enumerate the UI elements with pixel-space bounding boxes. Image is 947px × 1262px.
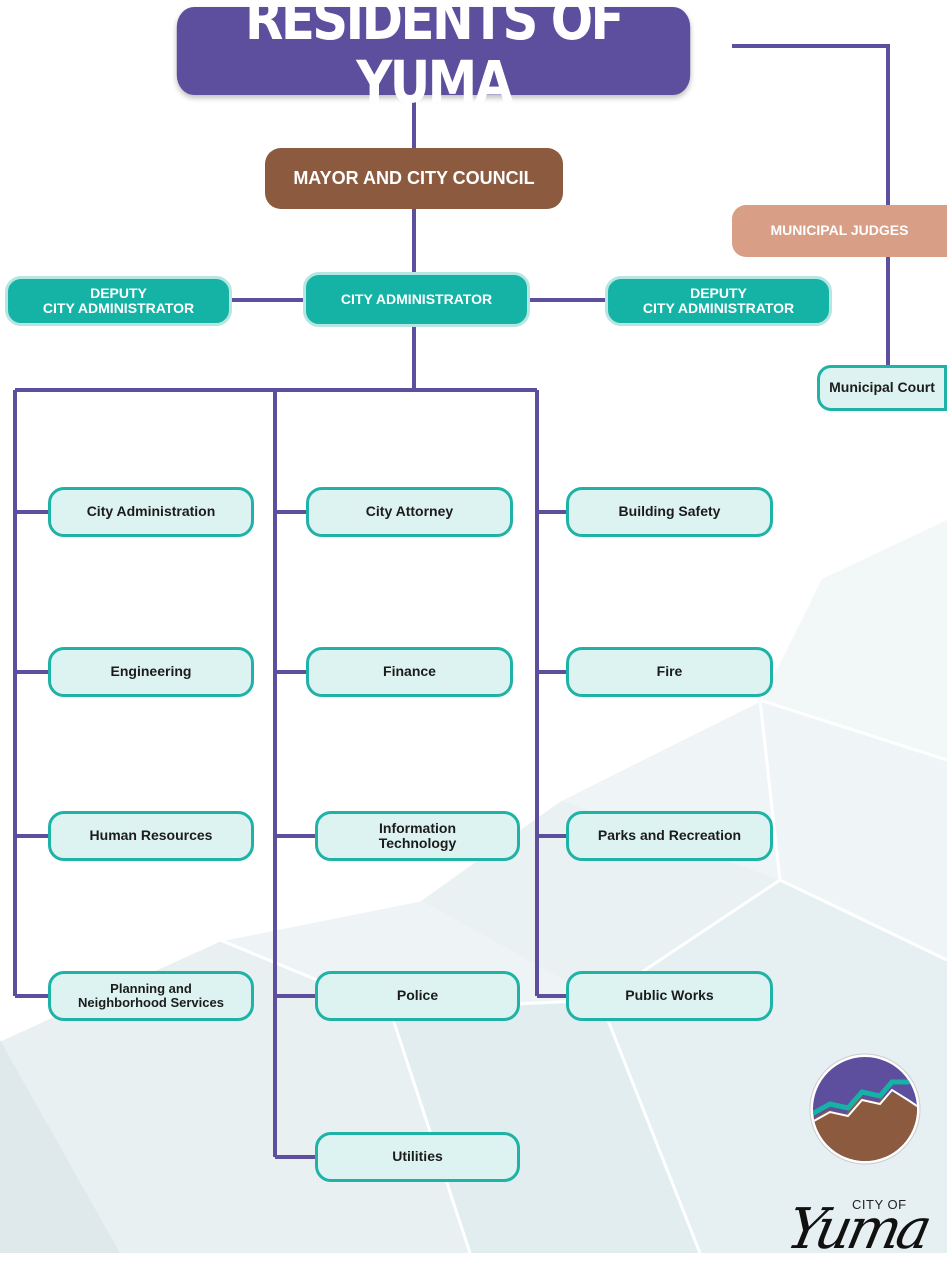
dept-node: Parks and Recreation: [566, 811, 773, 861]
dept-node: Human Resources: [48, 811, 254, 861]
dept-node: Police: [315, 971, 520, 1021]
dept-node: Utilities: [315, 1132, 520, 1182]
dept-node: Building Safety: [566, 487, 773, 537]
logo-city-of-text: CITY OF: [852, 1197, 907, 1212]
dept-node: City Attorney: [306, 487, 513, 537]
mayor-council-node: MAYOR AND CITY COUNCIL: [265, 148, 563, 209]
deputy-administrator-left-node: DEPUTY CITY ADMINISTRATOR: [5, 276, 232, 326]
dept-node: City Administration: [48, 487, 254, 537]
dept-node: Information Technology: [315, 811, 520, 861]
dept-node: Finance: [306, 647, 513, 697]
yuma-emblem-icon: [809, 1053, 921, 1165]
dept-node: Public Works: [566, 971, 773, 1021]
municipal-court-node: Municipal Court: [817, 365, 947, 411]
dept-node: Engineering: [48, 647, 254, 697]
city-administrator-node: CITY ADMINISTRATOR: [303, 272, 530, 327]
dept-node: Fire: [566, 647, 773, 697]
residents-title: RESIDENTS OF YUMA: [176, 0, 691, 113]
deputy-administrator-right-node: DEPUTY CITY ADMINISTRATOR: [605, 276, 832, 326]
city-of-yuma-logo: CITY OF Yuma: [781, 1052, 943, 1262]
logo-yuma-text: Yuma: [781, 1197, 934, 1262]
municipal-judges-node: MUNICIPAL JUDGES: [732, 205, 947, 257]
dept-node: Planning and Neighborhood Services: [48, 971, 254, 1021]
